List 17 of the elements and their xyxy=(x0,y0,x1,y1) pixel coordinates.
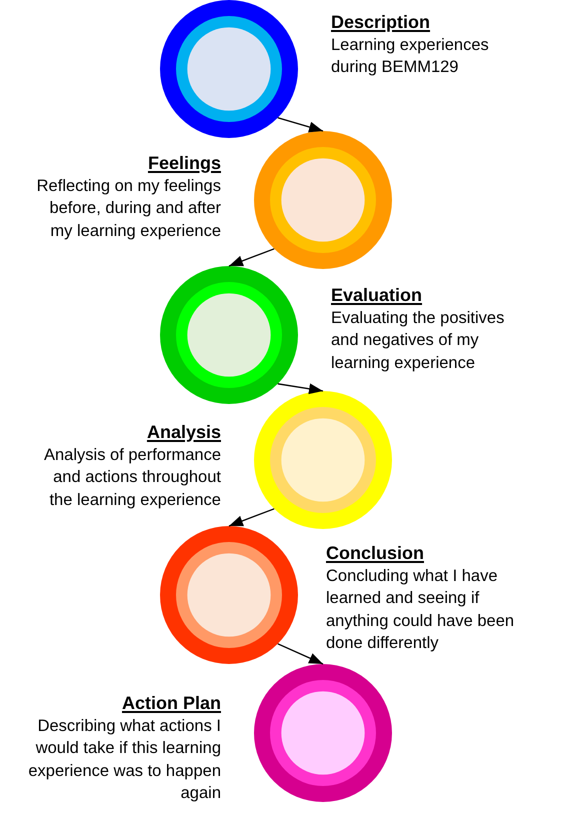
step-heading: Feelings xyxy=(148,152,221,174)
arrow xyxy=(278,643,324,665)
step-description: Concluding what I have learned and seeing if anything could have been done differently xyxy=(326,566,516,654)
step-description: Describing what actions I would take if this learning experience was to happen again xyxy=(27,716,221,804)
step-heading: Conclusion xyxy=(326,542,424,564)
arrow xyxy=(228,248,274,267)
arrow xyxy=(228,508,274,527)
step-description: Learning experiences during BEMM129 xyxy=(331,34,490,78)
step-description: Evaluating the positives and negatives of my learning experience xyxy=(331,308,506,374)
step-heading: Evaluation xyxy=(331,284,422,306)
arrow xyxy=(278,383,324,394)
step-heading: Analysis xyxy=(146,420,221,444)
step-heading: Description xyxy=(331,10,430,34)
step-heading: Action Plan xyxy=(122,692,221,714)
step-description: Analysis of performance and actions throughout the learning experience xyxy=(43,444,221,510)
step-description: Reflecting on my feelings before, during and after my learning experience xyxy=(36,176,221,242)
arrow xyxy=(278,117,324,132)
